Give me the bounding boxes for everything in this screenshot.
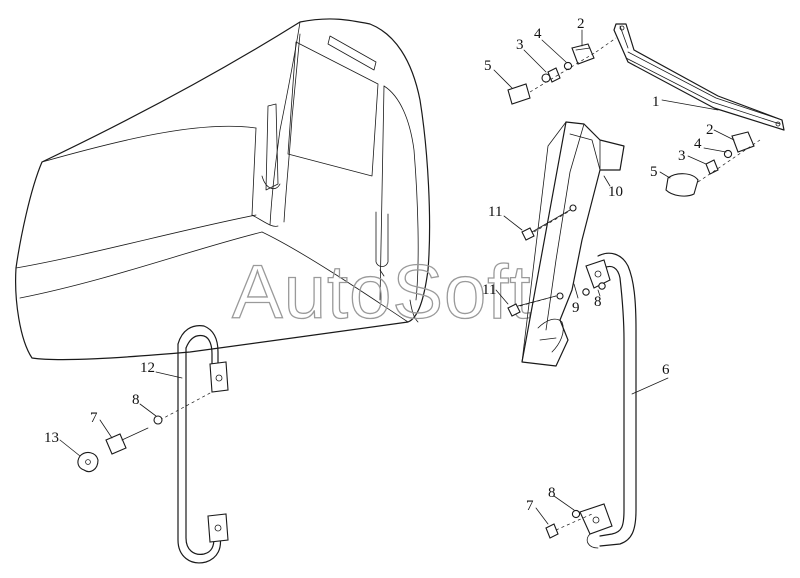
callout-5-right: 5 [650,164,658,180]
bracket-1 [613,23,785,131]
cab-body [15,18,431,361]
handrail-6 [545,252,637,549]
callout-5-top: 5 [484,58,492,74]
callout-8-bottom: 8 [548,485,556,501]
callout-10: 10 [608,184,623,200]
front-panel-10 [521,121,625,367]
callout-3-top: 3 [516,37,524,53]
callout-8-right: 8 [594,294,602,310]
callout-4-right: 4 [694,136,702,152]
callout-7-bottom: 7 [526,498,534,514]
callout-9: 9 [572,300,580,316]
left-fastener-set [77,415,163,473]
leader-lines [59,29,735,525]
callout-8-left: 8 [132,392,140,408]
callout-1: 1 [652,94,660,110]
callout-2-right: 2 [706,122,714,138]
callout-2-top: 2 [577,16,585,32]
top-clip-assembly [507,37,617,105]
right-clip-assembly [665,131,761,197]
bolt-11-lower [507,295,557,317]
callout-7-left: 7 [90,410,98,426]
callout-13: 13 [44,430,59,446]
callout-4-top: 4 [534,26,542,42]
callout-labels: 1 2 3 4 5 2 4 3 5 10 11 11 9 8 6 12 8 7 … [44,16,714,514]
callout-6: 6 [662,362,670,378]
callout-12: 12 [140,360,155,376]
callout-11-upper: 11 [488,204,502,220]
bolt-11-upper [521,209,571,241]
autosoft-watermark: AutoSoft [232,250,532,335]
handrail-12 [159,325,229,564]
callout-3-right: 3 [678,148,686,164]
callout-11-lower: 11 [482,282,496,298]
